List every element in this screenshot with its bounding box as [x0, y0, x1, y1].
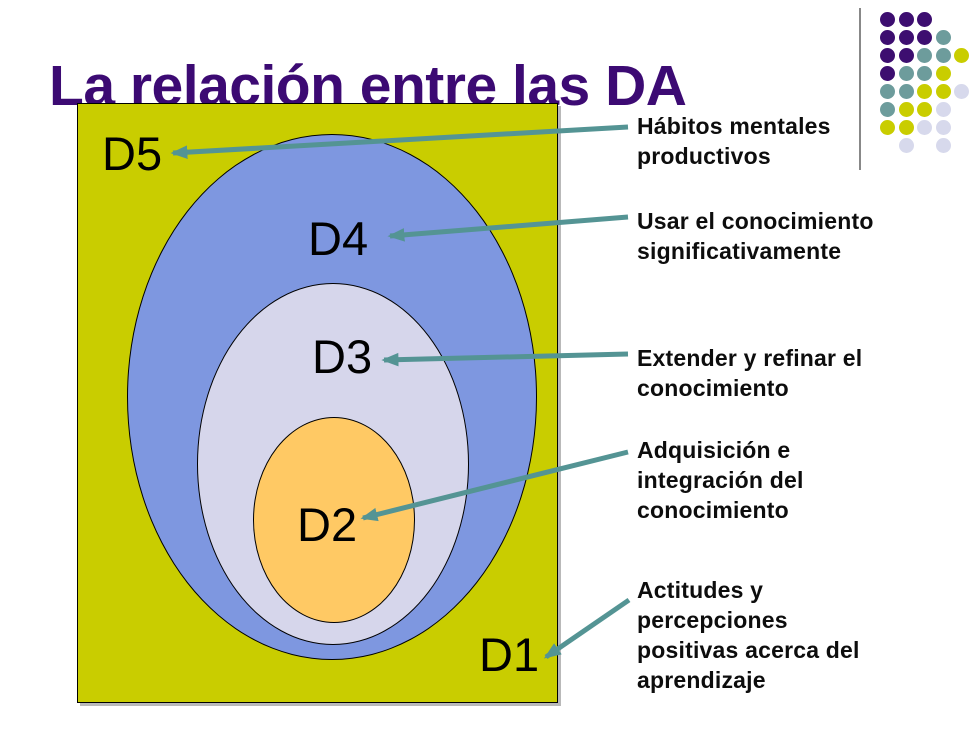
deco-dot: [898, 84, 914, 99]
annotation-d3: Extender y refinar el conocimiento: [637, 345, 863, 401]
deco-dot: [880, 102, 895, 117]
deco-dot: [935, 84, 951, 99]
deco-dot: [935, 138, 951, 153]
arrow-to-d1: [543, 597, 631, 660]
deco-dot: [880, 120, 895, 135]
deco-dot: [880, 84, 895, 99]
annotation-d5: Hábitos mentales productivos: [637, 113, 831, 169]
annotation-d2: Adquisición e integración del conocimien…: [637, 437, 804, 523]
decorative-vertical-line: [859, 8, 861, 170]
deco-dot: [880, 48, 895, 63]
ring-label-d4: D4: [308, 212, 369, 265]
deco-dot: [898, 30, 914, 45]
deco-dot: [935, 66, 951, 81]
deco-dot: [917, 12, 932, 27]
ring-label-d1: D1: [479, 628, 540, 681]
deco-dot: [935, 30, 951, 45]
deco-dot: [917, 102, 932, 117]
deco-dot: [898, 66, 914, 81]
deco-dot: [917, 84, 932, 99]
annotation-d1: Actitudes y percepciones positivas acerc…: [637, 577, 860, 693]
ring-label-d3: D3: [312, 330, 373, 383]
ring-label-d2: D2: [297, 498, 358, 551]
deco-dot: [917, 30, 932, 45]
deco-dot: [935, 48, 951, 63]
deco-dot: [917, 48, 932, 63]
deco-dot: [917, 66, 932, 81]
deco-dot: [954, 84, 969, 99]
dots-pattern: [880, 12, 980, 167]
deco-dot: [898, 48, 914, 63]
deco-dot: [917, 120, 932, 135]
deco-dot: [898, 12, 914, 27]
deco-dot: [954, 48, 969, 63]
deco-dot: [935, 102, 951, 117]
deco-dot: [935, 120, 951, 135]
deco-dot: [898, 138, 914, 153]
deco-dot: [898, 102, 914, 117]
deco-dot: [880, 66, 895, 81]
deco-dot: [880, 12, 895, 27]
deco-dot: [898, 120, 914, 135]
deco-dot: [880, 30, 895, 45]
annotation-d4: Usar el conocimiento significativamente: [637, 208, 874, 264]
ring-label-d5: D5: [102, 127, 163, 180]
